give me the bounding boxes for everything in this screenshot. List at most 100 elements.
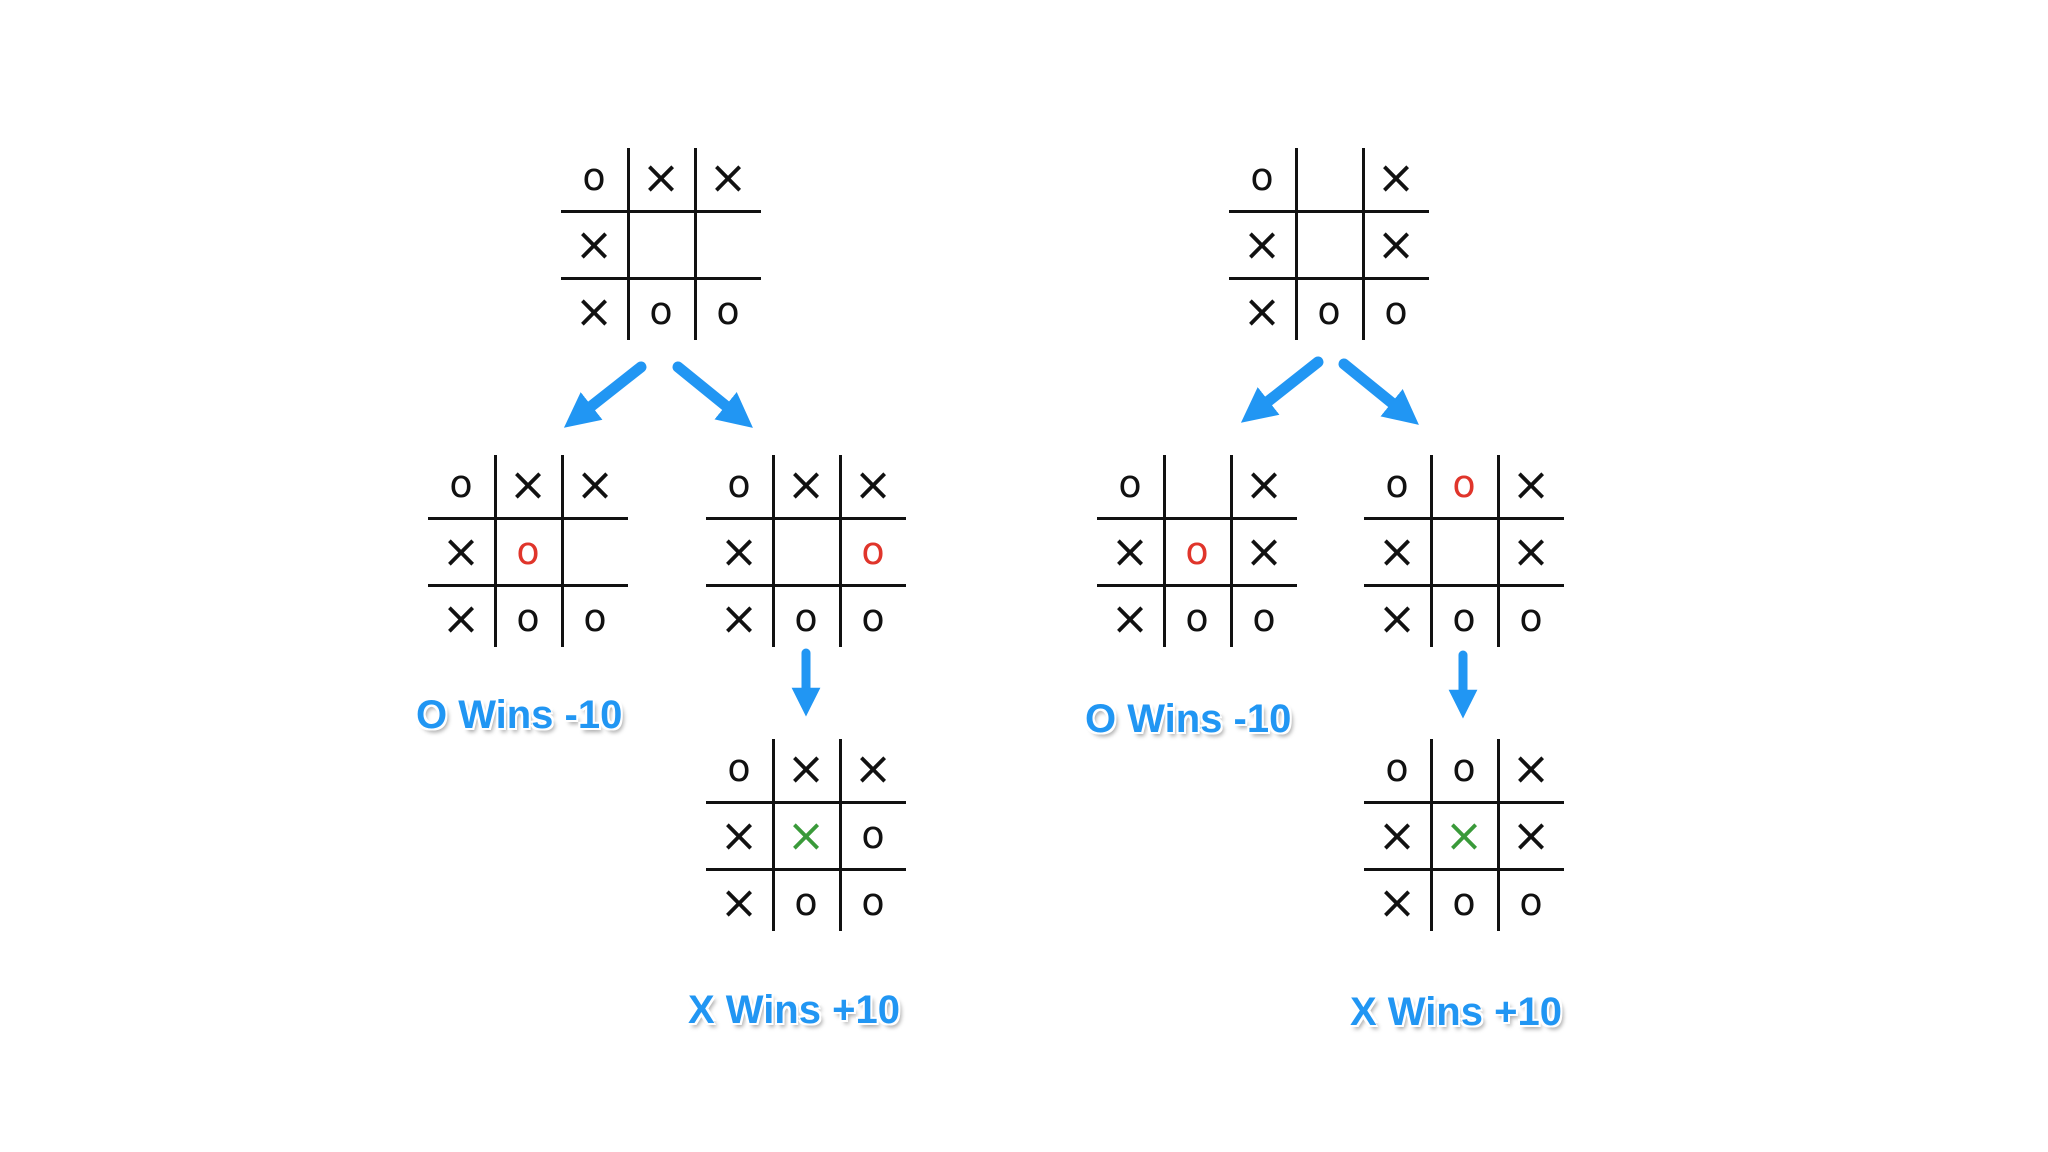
board-cell-8: o	[1519, 880, 1543, 924]
board-cell-1: o	[1452, 462, 1476, 506]
board-cell-4: ×	[786, 808, 826, 862]
grid-line	[839, 739, 842, 931]
board-cell-2: ×	[575, 457, 615, 511]
result-label-tree1-left: O Wins -10	[416, 693, 623, 737]
grid-line	[706, 801, 906, 804]
board-cell-2: ×	[1511, 457, 1551, 511]
grid-line	[1230, 455, 1233, 647]
board-cell-3: ×	[1110, 524, 1150, 578]
grid-line	[1097, 584, 1297, 587]
board-cell-7: o	[649, 289, 673, 333]
board-cell-8: o	[716, 289, 740, 333]
board-cell-1: ×	[641, 150, 681, 204]
grid-line	[494, 455, 497, 647]
board-cell-3: ×	[719, 524, 759, 578]
grid-line	[1229, 210, 1429, 213]
grid-line	[561, 277, 761, 280]
board-cell-3: ×	[1242, 217, 1282, 271]
board-cell-0: o	[1385, 462, 1409, 506]
grid-line	[1163, 455, 1166, 647]
board-cell-7: o	[1452, 596, 1476, 640]
board-cell-6: ×	[1110, 591, 1150, 645]
board-cell-3: ×	[574, 217, 614, 271]
grid-line	[694, 148, 697, 340]
grid-line	[1097, 517, 1297, 520]
board-cell-8: o	[861, 596, 885, 640]
board-cell-6: ×	[1242, 284, 1282, 338]
board-cell-5: o	[861, 529, 885, 573]
board-cell-1: ×	[508, 457, 548, 511]
grid-line	[1364, 868, 1564, 871]
board-cell-8: o	[861, 880, 885, 924]
board-cell-7: o	[794, 880, 818, 924]
board-cell-1: ×	[786, 457, 826, 511]
board-cell-5: o	[861, 813, 885, 857]
grid-line	[428, 584, 628, 587]
board-cell-1: o	[1452, 746, 1476, 790]
board-cell-0: o	[1118, 462, 1142, 506]
board-cell-0: o	[727, 746, 751, 790]
grid-line	[627, 148, 630, 340]
board-cell-3: ×	[1377, 524, 1417, 578]
board-cell-4: o	[1185, 529, 1209, 573]
board-cell-2: ×	[853, 457, 893, 511]
board-cell-7: o	[1317, 289, 1341, 333]
arrow-icon	[1240, 356, 1324, 423]
arrow-icon	[563, 361, 647, 428]
grid-line	[1364, 801, 1564, 804]
board-cell-2: ×	[708, 150, 748, 204]
grid-line	[706, 584, 906, 587]
arrow-icon	[672, 361, 753, 428]
board-cell-2: ×	[1244, 457, 1284, 511]
board-cell-6: ×	[719, 591, 759, 645]
grid-line	[561, 455, 564, 647]
grid-line	[428, 517, 628, 520]
board-cell-8: o	[1384, 289, 1408, 333]
grid-line	[1295, 148, 1298, 340]
board-cell-6: ×	[1377, 875, 1417, 929]
grid-line	[1430, 739, 1433, 931]
board-cell-3: ×	[719, 808, 759, 862]
board-cell-5: ×	[1244, 524, 1284, 578]
result-label-tree1-right: X Wins +10	[688, 988, 900, 1032]
arrow-icon	[1338, 358, 1419, 425]
grid-line	[561, 210, 761, 213]
grid-line	[839, 455, 842, 647]
board-cell-5: ×	[1376, 217, 1416, 271]
grid-line	[1497, 455, 1500, 647]
board-cell-2: ×	[853, 741, 893, 795]
board-cell-3: ×	[1377, 808, 1417, 862]
board-cell-8: o	[1519, 596, 1543, 640]
grid-line	[1364, 517, 1564, 520]
board-cell-6: ×	[574, 284, 614, 338]
board-cell-8: o	[583, 596, 607, 640]
grid-line	[1229, 277, 1429, 280]
board-cell-4: ×	[1444, 808, 1484, 862]
board-cell-4: o	[516, 529, 540, 573]
board-cell-6: ×	[1377, 591, 1417, 645]
board-cell-6: ×	[719, 875, 759, 929]
board-cell-2: ×	[1511, 741, 1551, 795]
board-cell-0: o	[1385, 746, 1409, 790]
board-cell-7: o	[794, 596, 818, 640]
grid-line	[1430, 455, 1433, 647]
grid-line	[1362, 148, 1365, 340]
board-cell-1: ×	[786, 741, 826, 795]
board-cell-7: o	[516, 596, 540, 640]
board-cell-5: ×	[1511, 808, 1551, 862]
board-cell-0: o	[1250, 155, 1274, 199]
board-cell-7: o	[1452, 880, 1476, 924]
board-cell-5: ×	[1511, 524, 1551, 578]
grid-line	[772, 739, 775, 931]
grid-line	[706, 868, 906, 871]
board-cell-0: o	[727, 462, 751, 506]
grid-line	[1364, 584, 1564, 587]
grid-line	[1497, 739, 1500, 931]
